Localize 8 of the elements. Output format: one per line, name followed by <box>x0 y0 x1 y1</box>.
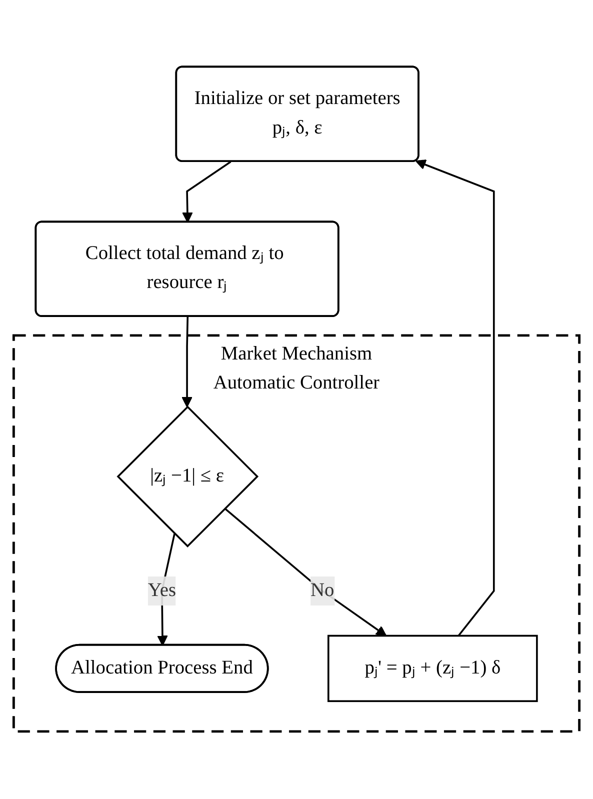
formula-box: pⱼ' = pⱼ + (zⱼ −1) δ <box>327 635 538 702</box>
process-box: Collect total demand zⱼ to resource rⱼ <box>34 221 340 318</box>
process-box: Initialize or set parameters pⱼ, δ, ε <box>175 66 420 162</box>
terminal-box: Allocation Process End <box>55 644 269 694</box>
edge-label: No <box>310 576 334 606</box>
edge-label: Yes <box>148 576 176 606</box>
region-title: Market Mechanism Automatic Controller <box>213 344 380 394</box>
decision-diamond: |zⱼ −1| ≤ ε <box>116 406 259 548</box>
